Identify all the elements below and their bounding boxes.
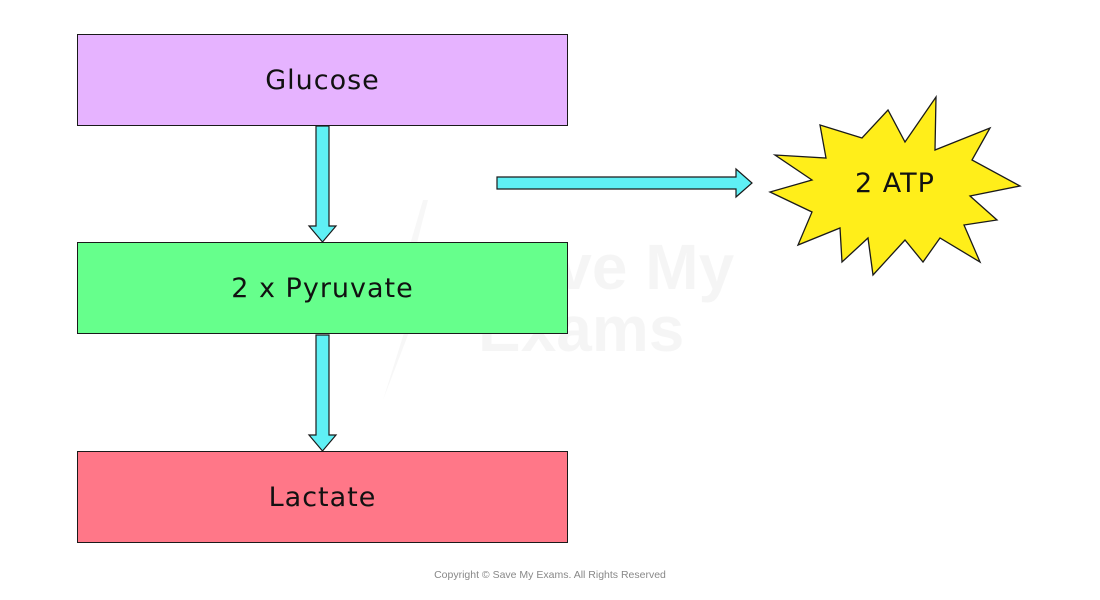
pyruvate-label: 2 x Pyruvate	[231, 272, 414, 304]
arrow-glucose-to-pyruvate	[307, 125, 338, 243]
arrow-pyruvate-to-lactate	[307, 334, 338, 452]
lactate-box: Lactate	[77, 451, 568, 543]
arrow-to-atp	[496, 167, 753, 199]
glucose-label: Glucose	[265, 64, 380, 96]
copyright-notice: Copyright © Save My Exams. All Rights Re…	[434, 569, 666, 581]
atp-label: 2 ATP	[855, 168, 935, 199]
lactate-label: Lactate	[268, 481, 377, 513]
pyruvate-box: 2 x Pyruvate	[77, 242, 568, 334]
atp-starburst	[768, 94, 1022, 277]
glucose-box: Glucose	[77, 34, 568, 126]
